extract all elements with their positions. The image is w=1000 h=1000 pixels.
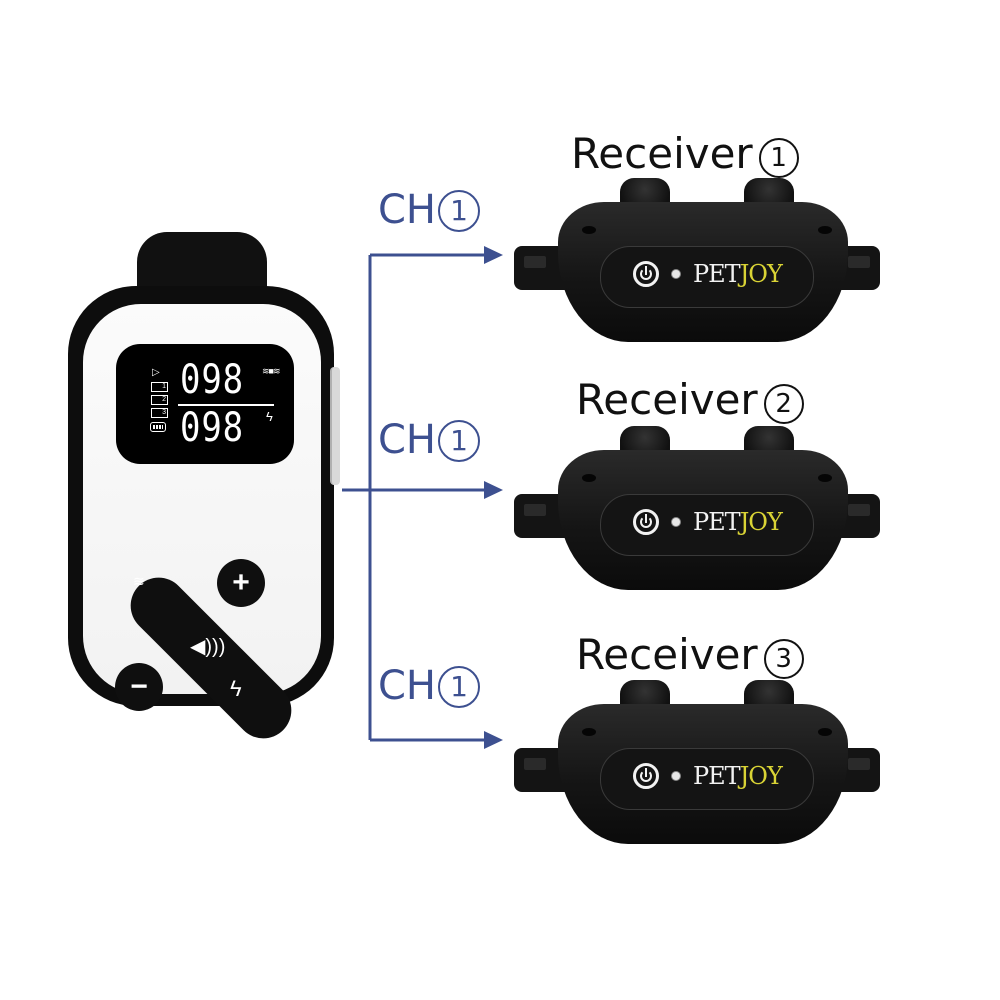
- status-led: [671, 269, 681, 279]
- vent-hole: [582, 474, 596, 482]
- remote-face: ▷ 1 2 3 098 098 ≋■≋ ϟ + − ≋ ◀))) ϟ: [83, 304, 321, 750]
- receiver-label: Receiver: [571, 129, 753, 178]
- brand-accent: JOY: [739, 508, 783, 536]
- brand-logo: PETJOY: [693, 508, 783, 536]
- vent-hole: [582, 728, 596, 736]
- power-icon[interactable]: [633, 509, 659, 535]
- receiver-collar-3: PETJOY: [514, 678, 880, 848]
- battery-icon: [150, 422, 166, 432]
- brand-main: PET: [693, 762, 741, 790]
- arrow-3: [484, 731, 503, 749]
- receiver-number: 2: [763, 384, 804, 424]
- brand-main: PET: [693, 260, 741, 288]
- minus-icon: −: [130, 670, 148, 703]
- power-icon[interactable]: [633, 763, 659, 789]
- sound-button[interactable]: ◀))): [190, 636, 226, 658]
- receiver-panel: PETJOY: [600, 494, 814, 556]
- vent-hole: [582, 226, 596, 234]
- receiver-panel: PETJOY: [600, 748, 814, 810]
- bottom-level-readout: 098: [180, 405, 244, 451]
- channel-prefix: CH: [378, 663, 437, 709]
- plus-icon: +: [232, 566, 250, 599]
- vibration-icon: ≋■≋: [262, 366, 281, 376]
- brand-accent: JOY: [739, 260, 783, 288]
- receiver-label: Receiver: [576, 375, 758, 424]
- vent-hole: [818, 226, 832, 234]
- side-button[interactable]: [330, 367, 340, 485]
- shock-bolt-icon: ϟ: [266, 409, 273, 424]
- status-led: [671, 771, 681, 781]
- receiver-label: Receiver: [576, 630, 758, 679]
- channel-1-icon: 1: [151, 382, 168, 392]
- channel-number: 1: [438, 666, 481, 708]
- receiver-collar-1: PETJOY: [514, 176, 880, 346]
- top-level-readout: 098: [180, 357, 244, 403]
- receiver-collar-2: PETJOY: [514, 424, 880, 594]
- sound-icon: ▷: [152, 367, 160, 378]
- arrow-2: [484, 481, 503, 499]
- channel-number: 1: [438, 420, 481, 462]
- lcd-display: ▷ 1 2 3 098 098 ≋■≋ ϟ: [116, 344, 294, 464]
- control-pad: + − ≋ ◀))) ϟ: [113, 559, 303, 750]
- brand-logo: PETJOY: [693, 260, 783, 288]
- brand-logo: PETJOY: [693, 762, 783, 790]
- minus-button[interactable]: −: [115, 663, 163, 711]
- shock-button[interactable]: ϟ: [230, 676, 242, 701]
- brand-main: PET: [693, 508, 741, 536]
- plus-button[interactable]: +: [217, 559, 265, 607]
- channel-3-icon: 3: [151, 408, 168, 418]
- channel-2-icon: 2: [151, 395, 168, 405]
- arrow-1: [484, 246, 503, 264]
- receiver-number: 3: [763, 639, 804, 679]
- vibrate-button[interactable]: ≋: [133, 573, 145, 589]
- brand-accent: JOY: [739, 762, 783, 790]
- channel-prefix: CH: [378, 417, 437, 463]
- vent-hole: [818, 474, 832, 482]
- channel-number: 1: [438, 190, 481, 232]
- vent-hole: [818, 728, 832, 736]
- display-divider: [178, 404, 274, 406]
- remote-transmitter: ▷ 1 2 3 098 098 ≋■≋ ϟ + − ≋ ◀))) ϟ: [68, 232, 340, 750]
- receiver-panel: PETJOY: [600, 246, 814, 308]
- channel-prefix: CH: [378, 187, 437, 233]
- power-icon[interactable]: [633, 261, 659, 287]
- status-led: [671, 517, 681, 527]
- receiver-number: 1: [758, 138, 799, 178]
